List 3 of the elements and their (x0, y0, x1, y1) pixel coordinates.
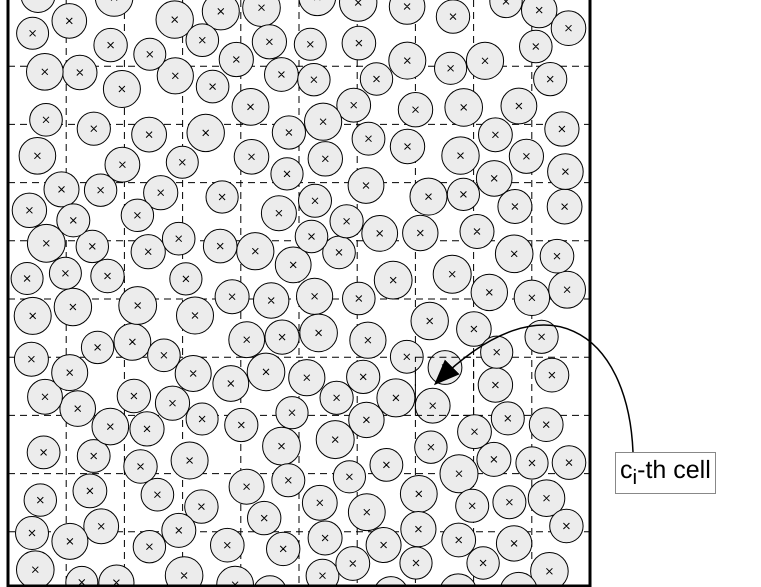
grid-cell (414, 356, 474, 416)
arrow (434, 324, 634, 452)
callout-label: c$_{i}$-th cell (615, 452, 716, 494)
